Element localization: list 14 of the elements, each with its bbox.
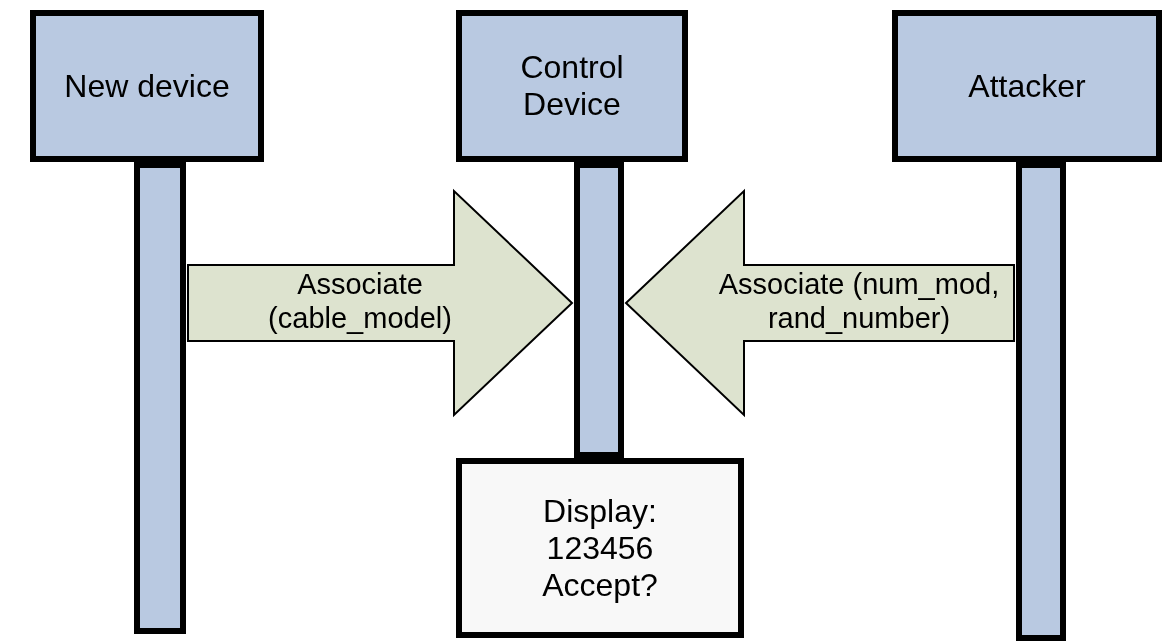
display-box <box>456 458 744 638</box>
lifeline-header-box <box>30 10 264 162</box>
edge-label: Associate (num_mod, rand_number) <box>717 267 1001 335</box>
lifeline-bar <box>134 162 186 634</box>
lifeline-header-box <box>892 10 1162 162</box>
block-arrow <box>624 188 1015 418</box>
node-label: Attacker <box>968 67 1086 105</box>
block-arrow <box>187 188 574 418</box>
lifeline-header-box <box>456 10 688 162</box>
node-label: New device <box>64 67 230 105</box>
node-label: Control Device <box>519 49 625 123</box>
node-label: Display: 123456 Accept? <box>541 492 659 604</box>
edge-label: Associate (cable_model) <box>267 267 453 335</box>
lifeline-bar <box>1016 162 1066 641</box>
